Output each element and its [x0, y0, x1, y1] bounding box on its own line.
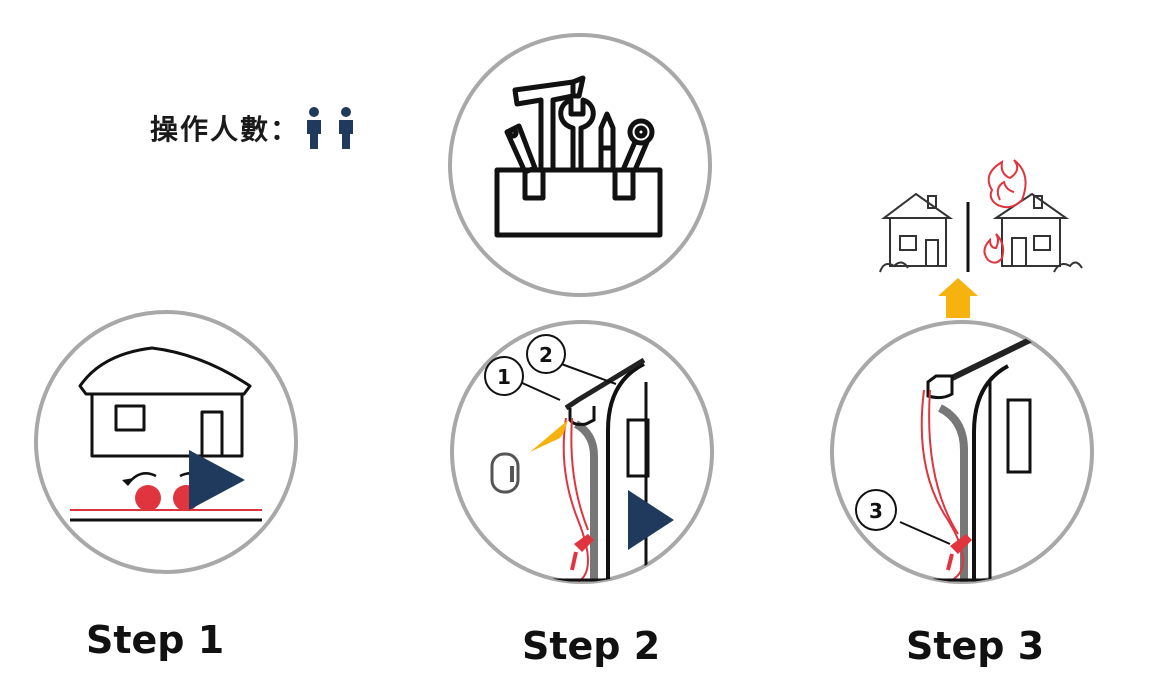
wall-frame: [606, 362, 645, 582]
up-arrow-icon: [938, 278, 978, 318]
svg-text:3: 3: [869, 499, 883, 523]
step-3-label: Step 3: [906, 624, 1045, 668]
house-icon: [78, 346, 252, 458]
play-triangle-icon: [189, 450, 245, 510]
yellow-pointer-icon: [530, 420, 568, 452]
svg-text:1: 1: [497, 365, 511, 389]
operator-count: 操作人數：: [150, 100, 356, 156]
step-3-illustration: 3: [830, 320, 1094, 584]
anchor-point-icon: [135, 485, 161, 511]
toolbox-icon: [494, 75, 663, 238]
house-icon: [992, 192, 1083, 273]
person-icon: [339, 107, 354, 149]
callout-2: 2: [526, 334, 566, 374]
step-1-illustration: [34, 310, 298, 574]
callout-3: 3: [855, 489, 897, 531]
callout-1: 1: [484, 356, 524, 396]
play-triangle-icon: [628, 490, 674, 550]
step-2-illustration: 1 2: [450, 320, 714, 584]
house-icon: [879, 192, 954, 273]
step-1-ring: [34, 310, 298, 574]
houses-illustration: [879, 159, 1083, 318]
step-1-label: Step 1: [86, 618, 225, 662]
fire-icon: [983, 159, 1027, 264]
carabiner-icon: [490, 452, 520, 494]
step-2-label: Step 2: [522, 624, 661, 668]
svg-text:2: 2: [539, 343, 553, 367]
person-icon: [307, 107, 322, 149]
toolbox-illustration: [448, 33, 712, 297]
operator-count-label: 操作人數：: [150, 113, 301, 146]
